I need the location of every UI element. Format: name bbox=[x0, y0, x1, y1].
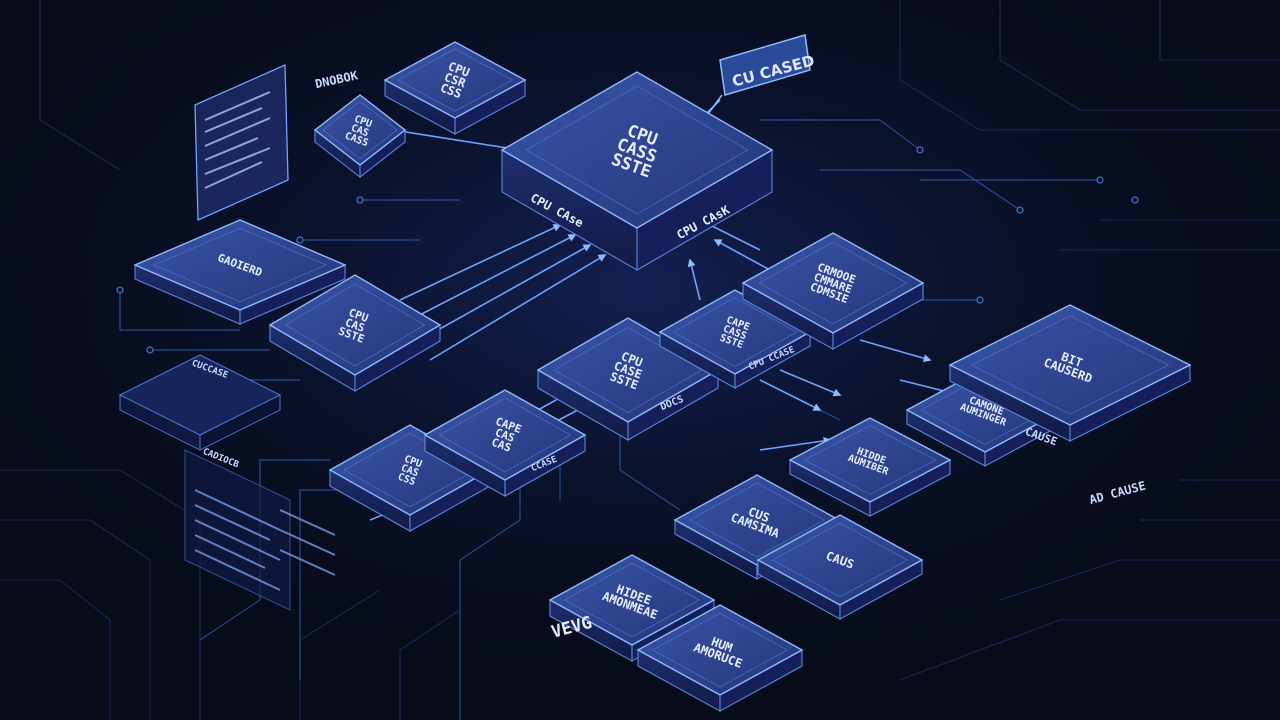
module-m16-label-0: HUM bbox=[709, 635, 734, 656]
module-m11-bevel bbox=[803, 425, 937, 495]
module-m4-label-0: CPU bbox=[347, 306, 370, 325]
module-m4-bevel bbox=[284, 283, 426, 367]
module-m2: GAOIERD bbox=[133, 219, 347, 325]
module-m16-top-face bbox=[636, 604, 804, 696]
module-m7-label-2: CAS bbox=[490, 436, 513, 455]
module-m2-top-face bbox=[133, 219, 347, 311]
main-chip-top-face bbox=[500, 71, 774, 229]
left-list-panel: CADIOCB bbox=[184, 447, 336, 611]
module-m16-bevel bbox=[651, 612, 789, 688]
main-chip-bevel bbox=[525, 85, 749, 215]
module-m14-bevel bbox=[771, 522, 909, 598]
module-m4-label-1: CAS bbox=[343, 316, 366, 335]
module-m12-bevel bbox=[970, 315, 1170, 415]
module-m14-top-face bbox=[756, 514, 924, 606]
module-m13-label-0: CUS bbox=[746, 505, 771, 526]
module-m1-bevel bbox=[396, 48, 514, 112]
module-m15-top-face bbox=[548, 554, 716, 646]
module-m3-top-face bbox=[313, 94, 407, 166]
module-m13-bevel bbox=[688, 482, 826, 558]
module-m1-label-0: CPU bbox=[446, 59, 471, 80]
module-m11-top-face bbox=[788, 417, 952, 503]
module-m12-top-face bbox=[948, 304, 1192, 426]
module-m9-top-face bbox=[741, 232, 925, 334]
module-m6-label-0: CPU bbox=[619, 349, 644, 370]
module-m12-label-0: BIT bbox=[1059, 350, 1084, 371]
module-m2-bevel bbox=[152, 227, 328, 303]
module-m8-bevel bbox=[672, 297, 798, 367]
modules-layer: CPUCSRCSSGAOIERDCPUCASCASSCPUCASSSTECPUC… bbox=[133, 41, 1192, 712]
module-m1-top-face bbox=[383, 41, 527, 119]
module-m7-bevel bbox=[438, 397, 572, 473]
module-m4-top-face bbox=[268, 274, 442, 376]
module-m15-bevel bbox=[563, 562, 701, 638]
module-m1-label-2: CSS bbox=[438, 81, 463, 102]
module-m7-top-face bbox=[423, 389, 587, 481]
left-floating-panel bbox=[194, 64, 289, 221]
module-m3-bevel bbox=[322, 100, 398, 160]
module-m7-label-1: CAS bbox=[493, 426, 516, 445]
module-m14: CAUS bbox=[756, 514, 924, 620]
module-m9-bevel bbox=[758, 241, 908, 325]
left-side-panel: CUCCASE bbox=[118, 354, 282, 451]
